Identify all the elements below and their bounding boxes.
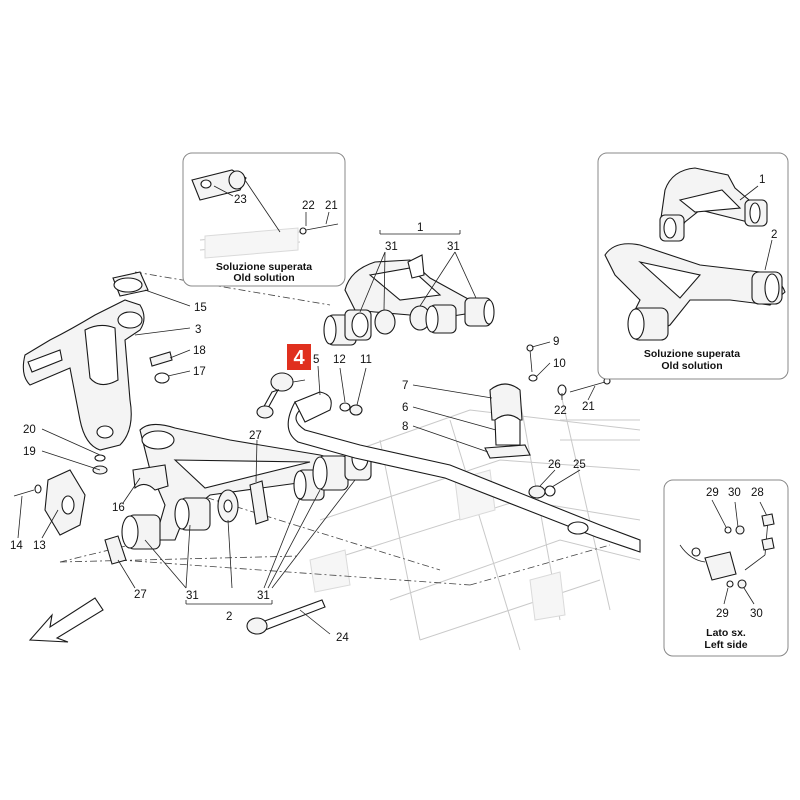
callout-25: 25	[573, 459, 586, 471]
inset-left-label-28: 28	[751, 487, 764, 499]
inset-left-side: 29 30 28 29 30 Lato sx. Left side	[663, 479, 789, 657]
callout-22: 22	[554, 405, 567, 417]
inset-top-label-22: 22	[302, 200, 315, 212]
subframe-ghost	[299, 389, 641, 651]
stabilizer-link-5	[256, 372, 306, 419]
callout-7: 7	[402, 380, 408, 392]
bracket-27	[104, 480, 269, 565]
callout-14: 14	[10, 540, 23, 552]
callout-31-lower-right: 31	[257, 590, 270, 602]
callout-31-lower-left: 31	[186, 590, 199, 602]
upper-control-arm	[344, 254, 479, 319]
bolt-24	[246, 599, 326, 635]
callout-10: 10	[553, 358, 566, 370]
callout-1: 1	[417, 222, 423, 234]
callout-11: 11	[360, 354, 372, 366]
direction-arrow	[28, 597, 104, 643]
inset-top-label-23: 23	[234, 194, 247, 206]
callout-31-upper-left: 31	[385, 241, 398, 253]
callout-16: 16	[112, 502, 125, 514]
callout-27-lower: 27	[134, 589, 147, 601]
stabilizer-mount-6-7	[484, 383, 531, 459]
callout-3: 3	[195, 324, 201, 336]
callout-12: 12	[333, 354, 346, 366]
callout-27-mid: 27	[249, 430, 262, 442]
inset-top-caption-en: Old solution	[233, 272, 294, 284]
highlight-label: 4	[293, 347, 305, 369]
highlight-box	[287, 344, 311, 370]
callout-5: 5	[313, 354, 319, 366]
steering-knuckle	[22, 299, 145, 451]
bolt-9-10	[526, 344, 538, 382]
inset-right-caption-en: Old solution	[661, 360, 722, 372]
callout-13: 13	[33, 540, 46, 552]
inset-top-label-21: 21	[325, 200, 338, 212]
nut-11-12	[339, 402, 363, 416]
inset-old-solution-top: 23 22 21 Soluzione superata Old solution	[182, 152, 346, 287]
upper-bushings	[323, 297, 495, 346]
callout-19: 19	[23, 446, 36, 458]
callout-9: 9	[553, 336, 559, 348]
bushing-15	[112, 271, 149, 297]
callout-24: 24	[336, 632, 349, 644]
bolt-14	[13, 484, 42, 497]
nut-25-26	[528, 485, 556, 499]
inset-left-label-30: 30	[728, 487, 741, 499]
highlight-tag: 4	[287, 344, 311, 370]
stabilizer-bar	[287, 391, 641, 553]
callout-8: 8	[402, 421, 408, 433]
inset-left-label-30b: 30	[750, 608, 763, 620]
callout-26: 26	[548, 459, 561, 471]
nut-19-20	[92, 454, 108, 475]
bolt-18	[149, 351, 173, 384]
inset-right-caption-it: Soluzione superata	[644, 348, 740, 360]
inset-left-caption-en: Left side	[704, 639, 747, 651]
inset-old-solution-right: 1 2 Soluzione superata Old solution	[597, 152, 789, 380]
callout-15: 15	[194, 302, 207, 314]
inset-right-label-2: 2	[771, 229, 777, 241]
callout-6: 6	[402, 402, 408, 414]
bracket-13	[44, 469, 86, 536]
callout-20: 20	[23, 424, 36, 436]
callout-2: 2	[226, 611, 232, 623]
inset-left-caption-it: Lato sx.	[706, 627, 746, 639]
inset-left-label-29b: 29	[716, 608, 729, 620]
callout-18: 18	[193, 345, 206, 357]
callout-17: 17	[193, 366, 206, 378]
clamp-16	[132, 464, 169, 491]
leader-lines	[17, 230, 596, 635]
inset-right-label-1: 1	[759, 174, 765, 186]
callout-31-upper-right: 31	[447, 241, 460, 253]
inset-left-label-29: 29	[706, 487, 719, 499]
bolt-21-22	[557, 377, 611, 396]
inset-top-caption-it: Soluzione superata	[216, 261, 312, 273]
callout-21: 21	[582, 401, 595, 413]
callout-labels: 1 31 31 15 3 18 17 5 12 11 9 10 7 6 8 22…	[10, 222, 595, 644]
